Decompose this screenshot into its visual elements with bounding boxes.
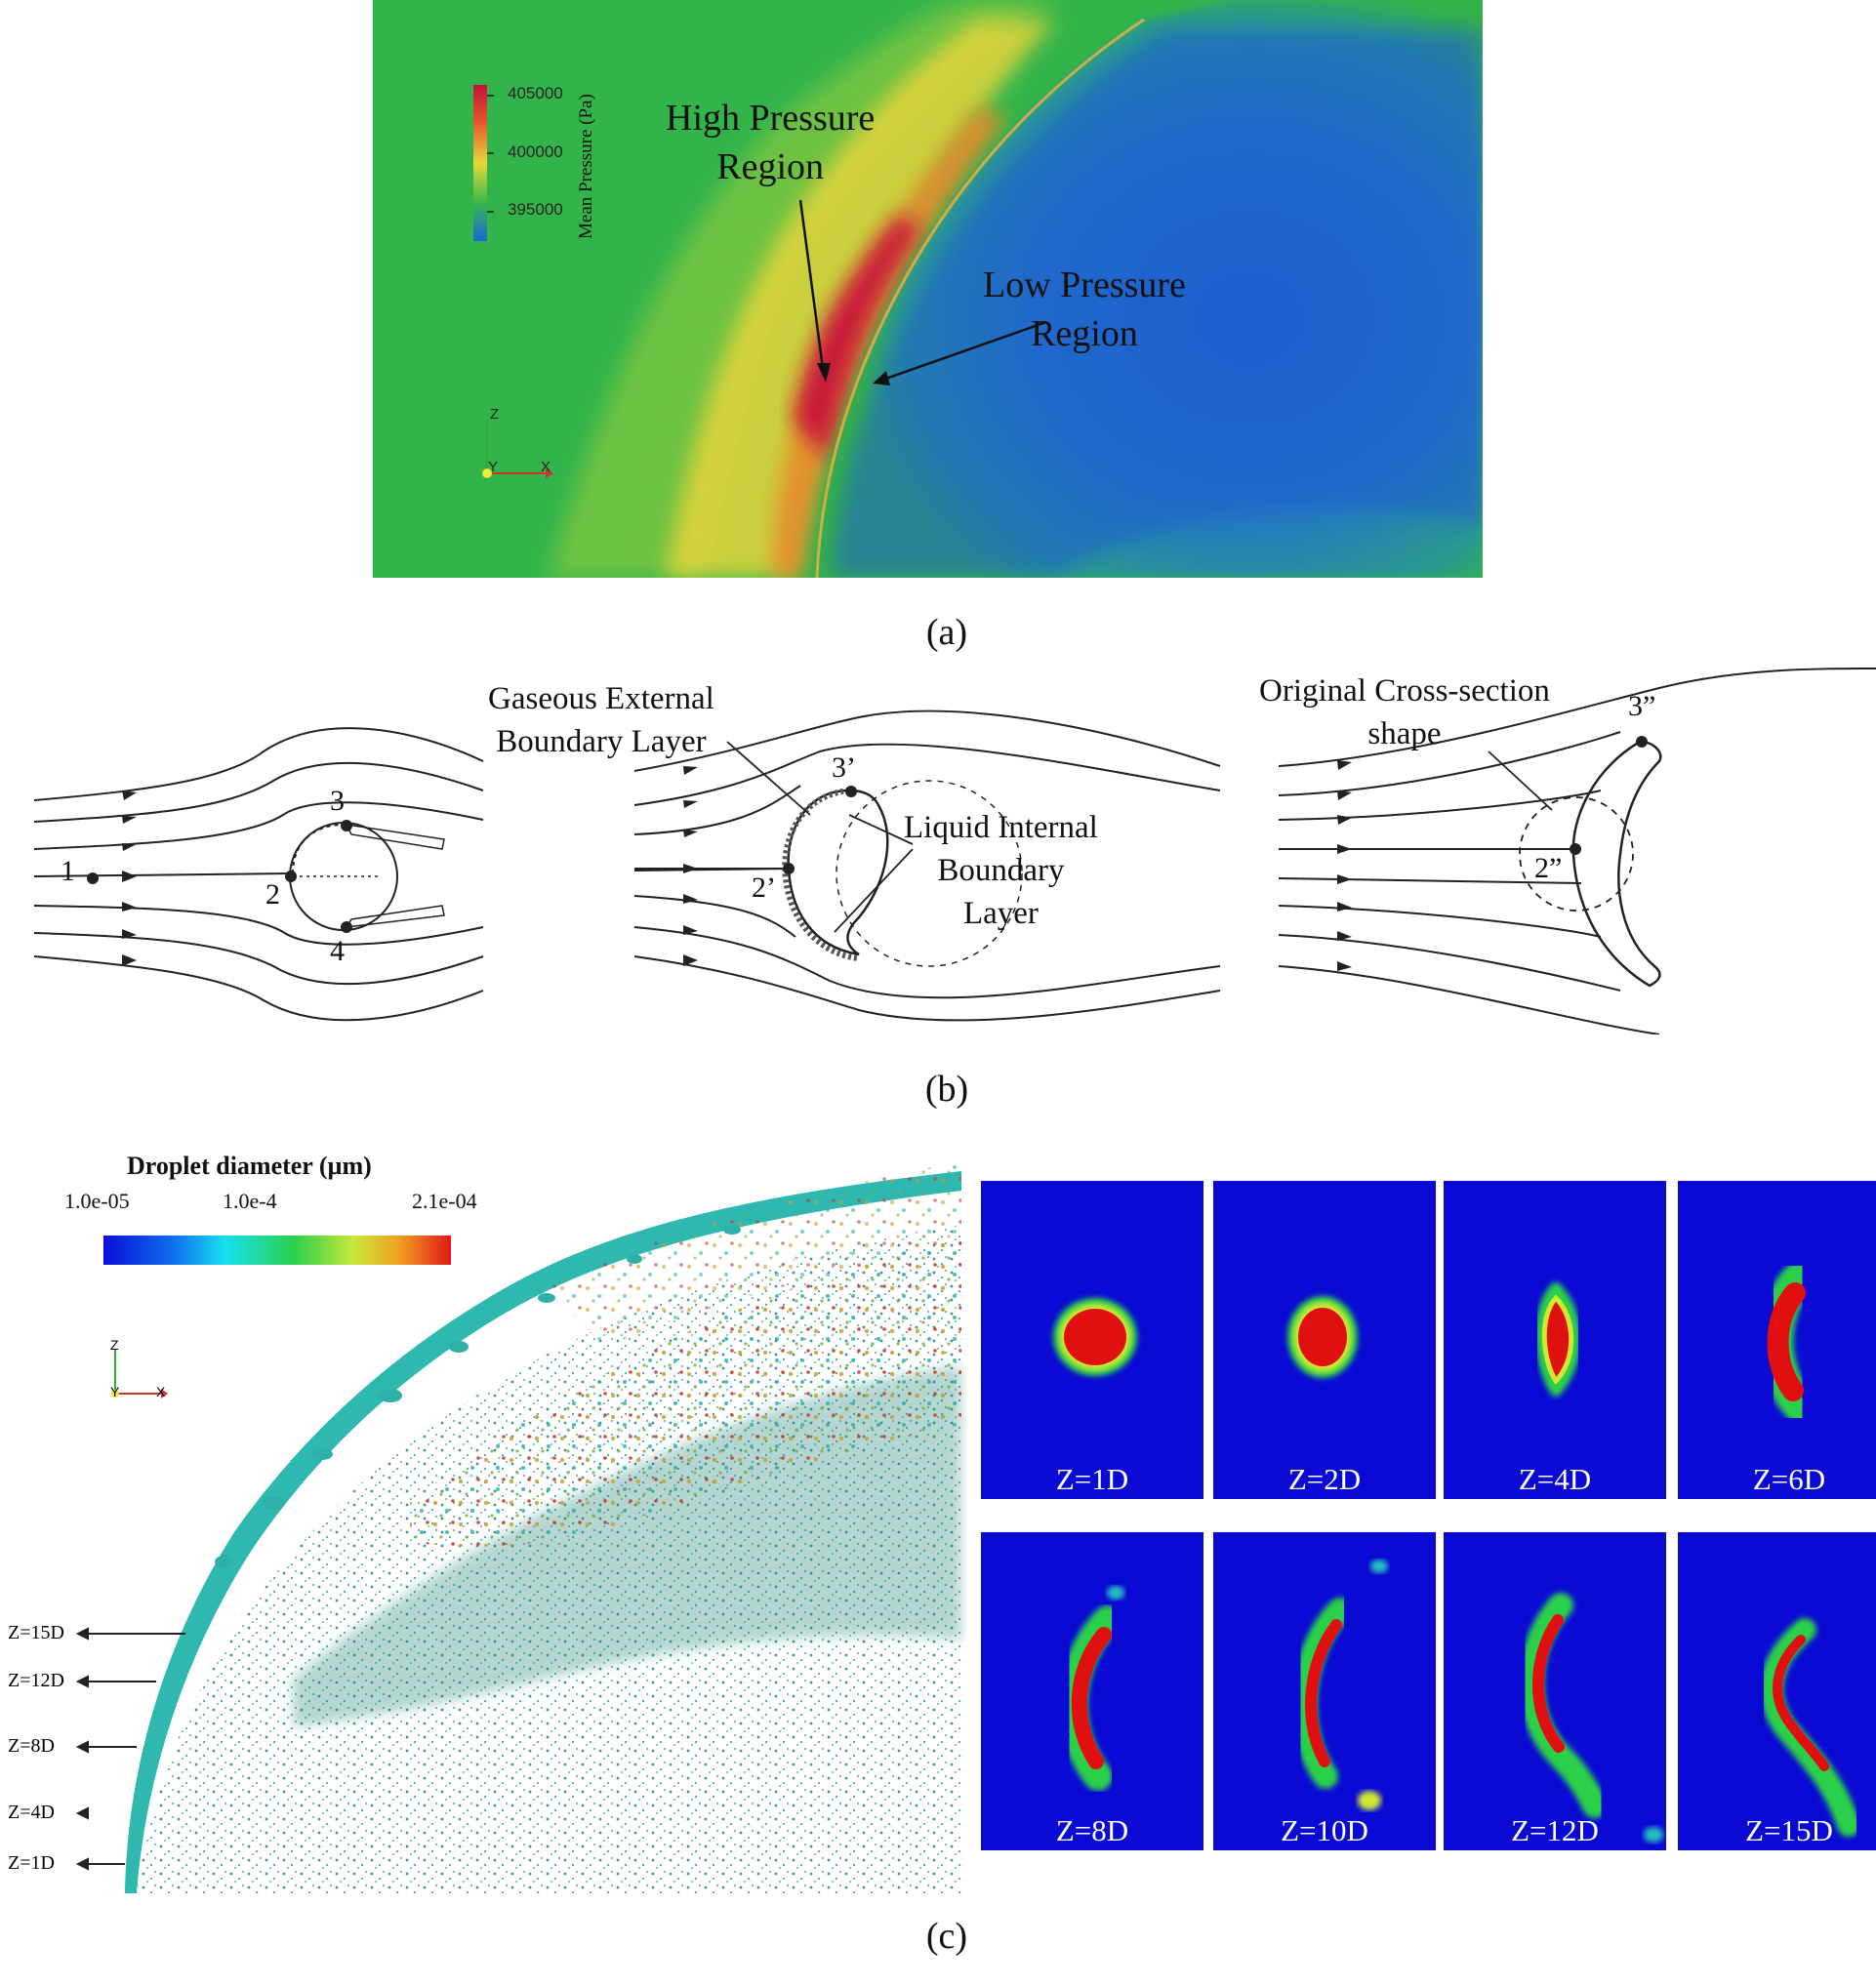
droplet-tick-min: 1.0e-05 bbox=[64, 1189, 130, 1213]
z-marker-12d: Z=12D bbox=[8, 1670, 64, 1691]
cross-section-tile: Z=15D bbox=[1678, 1532, 1876, 1850]
point-label-3: 3 bbox=[330, 785, 345, 817]
pressure-colorbar-title: Mean Pressure (Pa) bbox=[576, 94, 596, 239]
point-label-2-prime: 2’ bbox=[752, 871, 776, 904]
cross-section-label: Z=6D bbox=[1752, 1462, 1826, 1496]
liquid-boundary-layer-label: Liquid Internal Boundary Layer bbox=[904, 810, 1098, 931]
z-marker-8d: Z=8D bbox=[8, 1735, 55, 1757]
spray-axis-z: Z bbox=[110, 1337, 119, 1353]
cross-section-label: Z=2D bbox=[1287, 1462, 1362, 1496]
cross-section-tile: Z=8D bbox=[981, 1532, 1203, 1850]
z-marker-4d: Z=4D bbox=[8, 1802, 55, 1823]
panel-b-caption: (b) bbox=[924, 1069, 969, 1110]
panel-c-caption: (c) bbox=[925, 1916, 968, 1957]
pressure-field bbox=[373, 0, 1483, 578]
z-marker-1d: Z=1D bbox=[8, 1852, 55, 1874]
point-label-2-double-prime: 2” bbox=[1534, 852, 1563, 884]
droplet-colorbar bbox=[103, 1236, 451, 1265]
cross-section-tile: Z=10D bbox=[1213, 1532, 1436, 1850]
cross-section-label: Z=1D bbox=[1055, 1462, 1129, 1496]
z-marker-15d: Z=15D bbox=[8, 1622, 64, 1643]
cross-section-tile: Z=12D bbox=[1444, 1532, 1666, 1850]
pressure-tick-low: 395000 bbox=[508, 200, 563, 219]
point-label-4: 4 bbox=[330, 935, 345, 967]
axis-y-label: Y bbox=[488, 459, 499, 475]
cross-section-label: Z=4D bbox=[1518, 1462, 1592, 1496]
cross-section-label: Z=15D bbox=[1745, 1813, 1833, 1847]
cross-section-tile: Z=4D bbox=[1444, 1181, 1666, 1499]
point-label-2: 2 bbox=[265, 878, 280, 911]
axis-x-label: X bbox=[541, 459, 551, 475]
pressure-colorbar bbox=[473, 85, 487, 241]
droplet-tick-mid: 1.0e-4 bbox=[223, 1189, 277, 1213]
original-cross-section-label: Original Cross-section shape bbox=[1259, 673, 1550, 751]
cross-section-tile: Z=6D bbox=[1678, 1181, 1876, 1499]
droplet-tick-max: 2.1e-04 bbox=[412, 1189, 477, 1213]
panel-a-caption: (a) bbox=[925, 612, 968, 653]
cross-section-label: Z=12D bbox=[1511, 1813, 1599, 1847]
high-pressure-label: High Pressure Region bbox=[666, 98, 876, 187]
pressure-tick-high: 405000 bbox=[508, 84, 563, 102]
cross-section-label: Z=8D bbox=[1055, 1813, 1129, 1847]
cross-section-tile: Z=1D bbox=[981, 1181, 1203, 1499]
pressure-tick-mid: 400000 bbox=[508, 142, 563, 161]
gaseous-boundary-layer-label: Gaseous External Boundary Layer bbox=[488, 681, 714, 759]
cross-section-label: Z=10D bbox=[1281, 1813, 1368, 1847]
point-label-3-prime: 3’ bbox=[832, 751, 856, 784]
axis-z-label: Z bbox=[490, 406, 500, 423]
spray-axis-x: X bbox=[156, 1384, 166, 1399]
point-label-1: 1 bbox=[61, 855, 75, 887]
droplet-colorbar-title: Droplet diameter (µm) bbox=[127, 1152, 372, 1180]
droplet-deformation-schematic bbox=[33, 668, 1876, 1034]
cross-section-tile: Z=2D bbox=[1213, 1181, 1436, 1499]
point-label-3-double-prime: 3” bbox=[1628, 690, 1656, 722]
spray-axis-y: Y bbox=[110, 1384, 120, 1399]
spray-plume bbox=[75, 1161, 961, 1893]
low-pressure-label: Low Pressure Region bbox=[983, 264, 1186, 354]
pressure-contour-panel: 405000 400000 395000 Mean Pressure (Pa) … bbox=[373, 0, 1483, 578]
